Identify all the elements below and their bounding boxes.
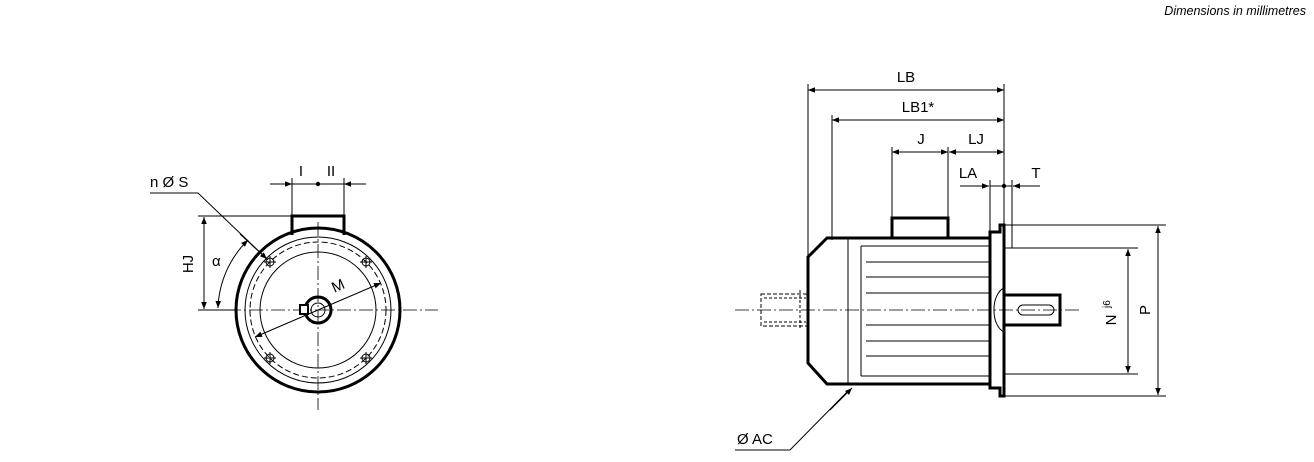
side-terminal-box bbox=[890, 216, 950, 240]
label-I: I bbox=[299, 163, 303, 180]
front-mounting-holes bbox=[264, 256, 372, 364]
label-N: N j6 bbox=[1102, 300, 1120, 326]
mounting-hole bbox=[360, 256, 372, 268]
cooling-fins bbox=[861, 245, 990, 377]
label-alpha: α bbox=[212, 253, 221, 270]
ac-leader bbox=[735, 390, 849, 451]
dim-angle-arc bbox=[215, 239, 249, 309]
label-LJ: LJ bbox=[968, 131, 984, 148]
svg-text:N: N bbox=[1103, 315, 1120, 326]
front-spigot-circle bbox=[259, 251, 377, 369]
label-T: T bbox=[1031, 165, 1040, 182]
label-LB: LB bbox=[897, 69, 915, 86]
front-flange-rim bbox=[244, 236, 392, 384]
front-shaft-key bbox=[299, 304, 309, 315]
label-LA: LA bbox=[959, 165, 977, 182]
shaft-keyway bbox=[1017, 304, 1055, 316]
label-HJ: HJ bbox=[180, 255, 197, 273]
dim-M-arrow bbox=[317, 282, 382, 311]
label-holes: n Ø S bbox=[150, 174, 188, 191]
label-LB1: LB1* bbox=[902, 99, 935, 116]
side-motor-body bbox=[806, 236, 992, 386]
side-bearing bbox=[993, 287, 1005, 333]
front-pitch-circle bbox=[249, 241, 387, 379]
side-output-shaft bbox=[1004, 293, 1062, 327]
label-P: P bbox=[1137, 305, 1154, 315]
rear-shaft-stub bbox=[760, 290, 809, 330]
front-terminal-box bbox=[290, 214, 346, 235]
label-AC: Ø AC bbox=[737, 431, 773, 448]
mounting-hole bbox=[264, 352, 276, 364]
units-note: Dimensions in millimetres bbox=[1164, 4, 1306, 18]
side-flange bbox=[988, 223, 1006, 398]
label-N-tolerance: j6 bbox=[1102, 300, 1113, 309]
label-II: II bbox=[327, 163, 335, 180]
front-shaft-center bbox=[310, 302, 326, 318]
side-view: LB LB1* J LJ LA T N j6 bbox=[735, 69, 1166, 451]
label-J: J bbox=[917, 131, 925, 148]
mounting-hole bbox=[264, 256, 276, 268]
holes-leader bbox=[150, 192, 269, 261]
front-view: I II HJ α n Ø S M bbox=[150, 163, 438, 410]
mounting-hole bbox=[360, 352, 372, 364]
label-M: M bbox=[329, 276, 347, 297]
